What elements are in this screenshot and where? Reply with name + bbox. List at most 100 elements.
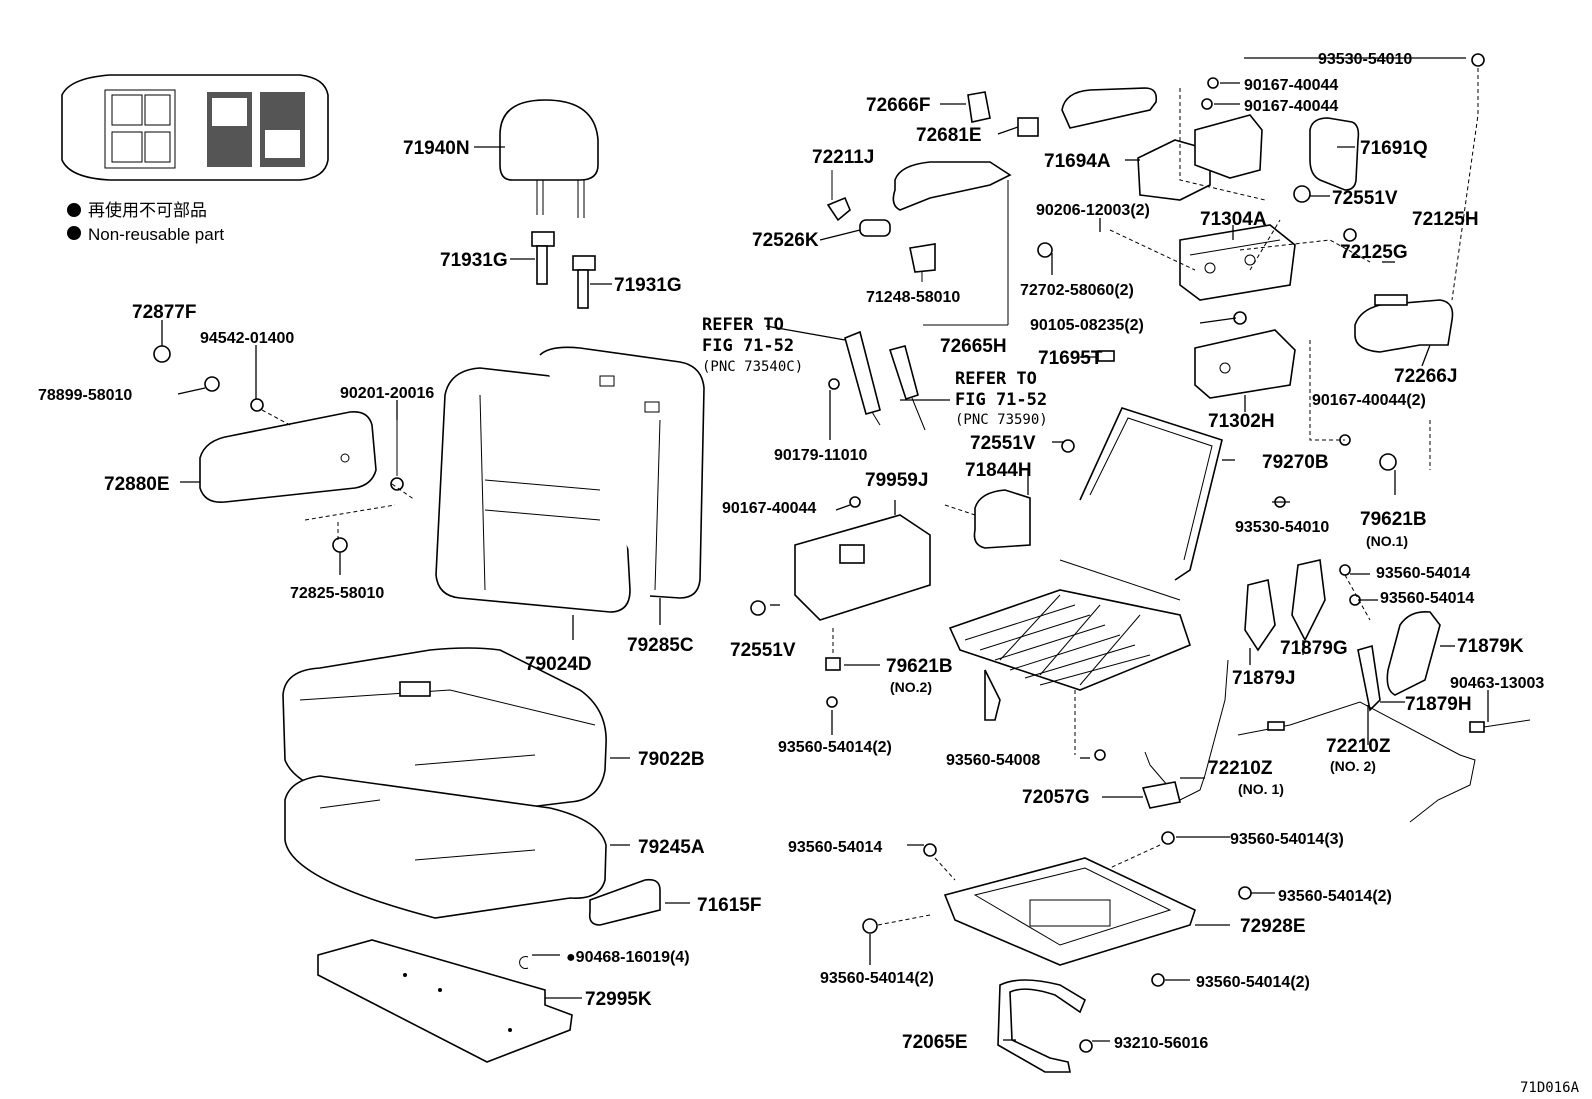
tray-fasteners: [862, 831, 1252, 987]
vehicle-overview-icon: [61, 74, 329, 181]
part-label: 72681E: [916, 125, 982, 146]
part-label: 79270B: [1262, 452, 1329, 473]
part-label: 72125H: [1412, 209, 1479, 230]
part-label: 71844H: [965, 460, 1032, 481]
part-label: 71695T: [1038, 348, 1103, 369]
part-label: 72665H: [940, 336, 1007, 357]
part-label: 72877F: [132, 302, 196, 323]
part-label: 93560-54014(2): [1278, 888, 1392, 905]
side-cover-71879J: [1244, 579, 1276, 652]
part-label: (NO.1): [1366, 533, 1408, 549]
part-label: 93560-54014: [1376, 565, 1470, 582]
part-label: 93210-56016: [1114, 1035, 1208, 1052]
part-label: 71694A: [1044, 151, 1111, 172]
part-label: 72928E: [1240, 916, 1306, 937]
part-label: ●90468-16019(4): [566, 949, 690, 966]
part-label: 79621B: [886, 656, 953, 677]
part-label: 71931G: [440, 250, 508, 271]
part-label: 79024D: [525, 654, 592, 675]
handle-cover: [1061, 87, 1158, 129]
leader-lines: [161, 57, 1489, 1042]
hinge-71304A: [1179, 224, 1296, 301]
part-labels: 71940N 71931G 71931G 72877F 94542-01400 …: [38, 51, 1544, 1053]
part-label: 71931G: [614, 275, 682, 296]
svg-text:FIG 71-52: FIG 71-52: [955, 390, 1047, 410]
headrest-guides-71931G: [531, 231, 596, 309]
legend-jp-text: 再使用不可部品: [88, 200, 207, 220]
svg-text:(PNC 73540C): (PNC 73540C): [702, 359, 803, 375]
lever-72211J: [826, 170, 851, 222]
svg-text:FIG 71-52: FIG 71-52: [702, 336, 794, 356]
part-label: 72666F: [866, 95, 930, 116]
part-label: 90167-40044(2): [1312, 392, 1426, 409]
part-label: 93560-54014(2): [1196, 974, 1310, 991]
armrest-72880E: [199, 410, 377, 504]
part-label: 78899-58010: [38, 387, 132, 404]
bracket-71615F: [588, 878, 661, 926]
part-label: 72880E: [104, 474, 170, 495]
wire-90463-13003: [1469, 719, 1531, 733]
part-label: 71879K: [1457, 636, 1524, 657]
bracket-71694A: [1137, 139, 1211, 201]
part-label: 93560-54014: [788, 839, 882, 856]
part-label: (NO. 1): [1238, 781, 1284, 797]
dashed-guides-right: [944, 68, 1479, 755]
hinge-cover-72665H: [892, 161, 1012, 211]
part-label: 79621B: [1360, 509, 1427, 530]
part-label: 90167-40044: [1244, 77, 1338, 94]
legend-en-text: Non-reusable part: [88, 225, 224, 244]
armrest-fasteners: [153, 345, 416, 553]
part-label: 72065E: [902, 1032, 968, 1053]
part-label: 93560-54014: [1380, 590, 1474, 607]
refer-note-73590: REFER TO FIG 71-52 (PNC 73590): [955, 369, 1048, 428]
part-label: 71879G: [1280, 638, 1348, 659]
svg-text:(PNC 73590): (PNC 73590): [955, 412, 1048, 428]
strap-72065E: [997, 979, 1093, 1073]
cable-72210Z-no2: [1237, 701, 1476, 823]
part-label: 72551V: [1332, 188, 1398, 209]
bracket-79959J: [750, 514, 931, 708]
bracket-assembly-71694A-b: [1194, 114, 1263, 179]
tray-72928E: [943, 857, 1196, 966]
side-cover-71879G: [1291, 559, 1326, 642]
seat-cushion-frame-79245A: [284, 775, 607, 919]
seatback-frame-79285C: [539, 346, 705, 599]
part-label: 93560-54014(3): [1230, 831, 1344, 848]
clip-72057G: [1141, 781, 1181, 809]
part-label: 71691Q: [1360, 138, 1428, 159]
part-label: 72210Z: [1326, 736, 1391, 757]
headrest-71940N: [499, 99, 599, 218]
knob-72526K: [859, 219, 891, 237]
part-label: 93530-54010: [1235, 519, 1329, 536]
clip-72681E: [1017, 117, 1039, 137]
part-label: 93560-54014(2): [778, 739, 892, 756]
part-label: 90206-12003(2): [1036, 202, 1150, 219]
part-label: (NO.2): [890, 679, 932, 695]
seat-frame-79270B: [948, 407, 1223, 721]
cable-72210Z-no1: [1144, 659, 1229, 801]
part-label: 90201-20016: [340, 385, 434, 402]
part-label: 72995K: [585, 989, 652, 1010]
part-label: 72825-58010: [290, 585, 384, 602]
cover-71844H: [973, 489, 1031, 549]
part-label: 72057G: [1022, 787, 1090, 808]
cover-71691Q: [1309, 117, 1360, 191]
part-label: 93530-54010: [1318, 51, 1412, 68]
part-label: 71615F: [697, 895, 761, 916]
part-label: (NO. 2): [1330, 758, 1376, 774]
side-cover-71879H: [1357, 644, 1381, 712]
part-label: 79285C: [627, 635, 694, 656]
part-label: 79245A: [638, 837, 705, 858]
part-label: 71879H: [1405, 694, 1472, 715]
part-label: 79022B: [638, 749, 705, 770]
svg-text:REFER TO: REFER TO: [702, 315, 784, 335]
svg-text:REFER TO: REFER TO: [955, 369, 1037, 389]
part-label: 72211J: [812, 147, 874, 168]
cover-72666F: [967, 91, 991, 123]
part-label: 72125G: [1340, 242, 1408, 263]
side-cover-71879K: [1386, 610, 1441, 696]
part-label: 72266J: [1394, 366, 1457, 387]
refer-note-73540C: REFER TO FIG 71-52 (PNC 73540C): [702, 315, 803, 375]
part-label: 71879J: [1232, 668, 1295, 689]
